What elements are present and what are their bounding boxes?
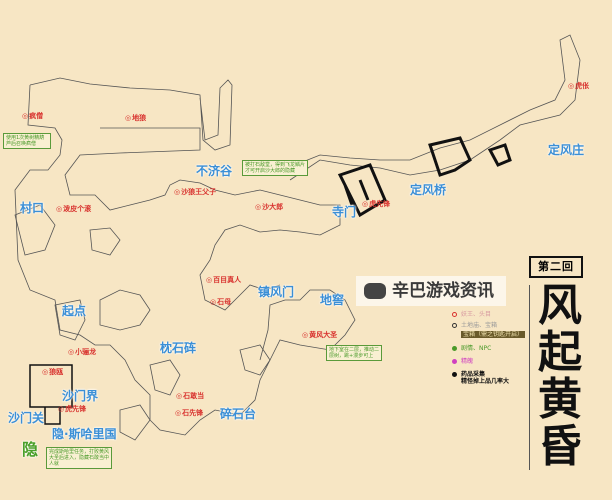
legend-herb-note: 精怪掉上品几率大 — [461, 378, 510, 386]
title-char: 昏 — [538, 421, 582, 472]
legend-npc-label: 剧情、NPC — [461, 345, 492, 352]
legend-npc: 剧情、NPC — [452, 345, 491, 352]
npc-marker-icon — [452, 346, 457, 351]
title-char: 黄 — [538, 374, 582, 425]
legend-shrine: 土地庙、宝箱 — [452, 322, 497, 329]
gamepad-icon — [364, 283, 386, 299]
place-hidden-marker: 隐 — [22, 440, 39, 459]
legend-spirit: 精魄 — [452, 358, 473, 365]
north-corridor — [14, 77, 356, 436]
boss-shi-gandang[interactable]: 石敢当 — [176, 393, 204, 400]
boss-sha-dalang[interactable]: 沙大郎 — [255, 204, 283, 211]
place-start-point[interactable]: 起点 — [62, 304, 87, 318]
watermark-text: 辛巴游戏资讯 — [392, 281, 494, 301]
boss-marker-icon — [452, 312, 457, 317]
legend-herb: 药品采集精怪掉上品几率大 — [452, 371, 509, 385]
legend-spirit-label: 精魄 — [461, 358, 474, 365]
spirit-marker-icon — [452, 359, 457, 364]
west-loop — [14, 204, 121, 256]
east-corridor — [289, 34, 581, 181]
legend-herb-label: 药品采集 — [461, 371, 486, 378]
boss-earth-wolf[interactable]: 地狼 — [125, 115, 146, 122]
place-sihali-kingdom[interactable]: 隐·斯哈里国 — [52, 427, 117, 441]
boss-stone-mother[interactable]: 石母 — [210, 299, 231, 306]
legend-boss-label: 妖王、头目 — [461, 311, 492, 318]
herb-marker-icon — [452, 372, 457, 377]
main-cave — [64, 127, 341, 311]
place-dingfeng-manor[interactable]: 定风庄 — [548, 143, 585, 157]
boss-stone-vanguard[interactable]: 石先锋 — [175, 410, 203, 417]
place-village-entrance[interactable]: 村口 — [20, 201, 45, 215]
place-sand-realm[interactable]: 沙门界 — [62, 389, 99, 403]
boss-yellow-wind-sage[interactable]: 黄风大圣 — [302, 332, 337, 339]
legend-shrine-label: 土地庙、宝箱 — [461, 322, 498, 329]
title-divider — [529, 285, 530, 470]
place-wind-gate[interactable]: 镇风门 — [258, 285, 295, 299]
sand-gate-frame — [29, 364, 73, 408]
chapter-title: 风 起 黄 昏 — [535, 282, 585, 470]
place-dingfeng-bridge[interactable]: 定风桥 — [410, 183, 447, 197]
boss-sand-wolf-king[interactable]: 沙狼王父子 — [174, 189, 216, 196]
place-pillow-stone[interactable]: 枕石砗 — [160, 341, 197, 355]
boss-mad-monk[interactable]: 疯僧 — [22, 113, 43, 120]
legend-chest: 宝箱（需之钥匙开启） — [461, 331, 526, 339]
note-buji-valley: 被打石敌堂，得到飞龙鳞片才可开启沙大郎的隐藏 — [242, 160, 308, 176]
chapter-label: 第二回 — [529, 256, 583, 278]
boss-tiger-ghost[interactable]: 虎伥 — [568, 83, 589, 90]
legend-boss: 妖王、头目 — [452, 311, 491, 318]
place-cellar[interactable]: 地窖 — [320, 293, 345, 307]
note-cellar: 地下室在二层，推动二层树，跳+漫步可上 — [326, 345, 382, 361]
note-mad-monk: 使用1次黄树精葫芦后召唤疯僧 — [3, 133, 51, 149]
boss-wolf[interactable]: 狼瓯 — [42, 369, 63, 376]
place-temple-gate[interactable]: 寺门 — [332, 205, 357, 219]
boss-rascal[interactable]: 泼皮个滚 — [56, 206, 91, 213]
south-caves — [54, 289, 271, 441]
sand-pass-frame — [44, 407, 61, 425]
title-char: 风 — [538, 280, 582, 331]
boss-tiger-vanguard-west[interactable]: 虎先锋 — [58, 406, 86, 413]
place-sand-pass[interactable]: 沙门关 — [8, 411, 45, 425]
title-char: 起 — [538, 327, 582, 378]
boss-tiger-vanguard[interactable]: 虎先锋 — [362, 201, 390, 208]
temple-building-2 — [428, 136, 512, 177]
place-gravel-terrace[interactable]: 碎石台 — [220, 407, 257, 421]
place-buji-valley[interactable]: 不济谷 — [196, 164, 233, 178]
boss-little-dragon[interactable]: 小骊龙 — [68, 349, 96, 356]
legend-chest-label: 宝箱（需之钥匙开启） — [463, 331, 524, 338]
note-sand-gate: 完成斯哈里任务，打败黄风大圣后进入，隐藏石敢当中人就 — [46, 447, 112, 469]
watermark: 辛巴游戏资讯 — [356, 276, 506, 306]
shrine-marker-icon — [452, 323, 457, 328]
boss-hundred-eyed[interactable]: 百目真人 — [206, 277, 241, 284]
